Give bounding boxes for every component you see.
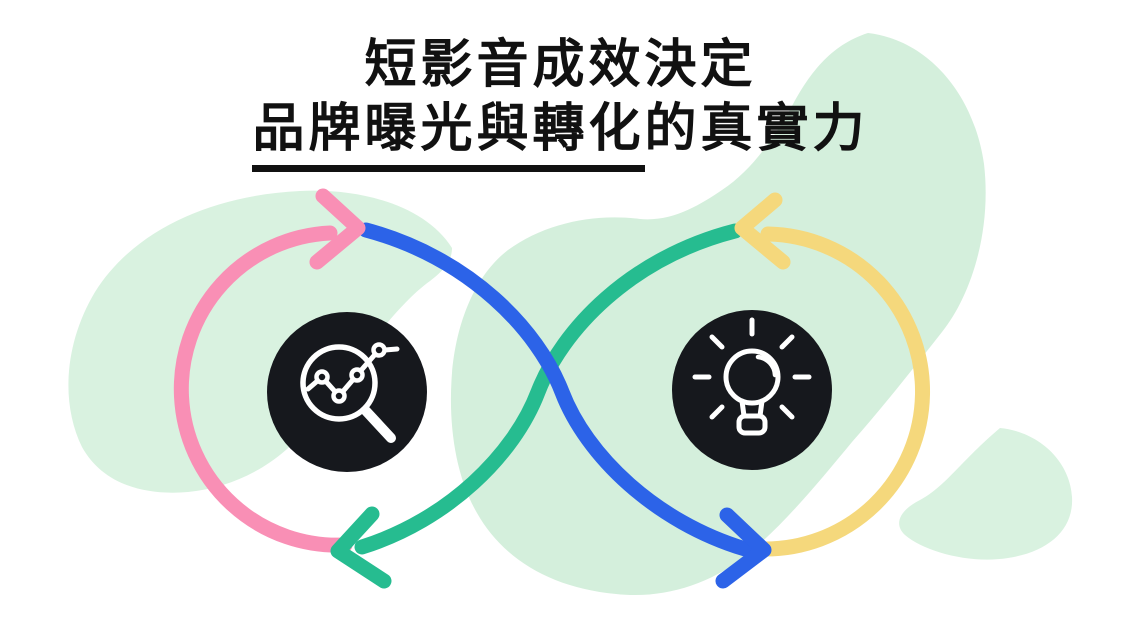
blob-right-large [450,33,986,596]
node-idea-circle [672,310,832,470]
bulb-ray-lower-left [709,404,725,420]
bulb-base [736,413,768,436]
node-analytics [267,312,427,472]
chart-dot-4 [371,342,387,358]
chart-tick [382,346,400,353]
loop-arc-pink [173,225,353,553]
background-blobs [68,33,1073,596]
chart-dot-2 [331,388,347,404]
title-line-1: 短影音成效決定 [364,36,757,94]
magnifier-handle [361,406,396,443]
infinity-loop [173,188,930,589]
magnifier-chart-icon [300,342,400,443]
title-line-2: 品牌曝光與轉化的真實力 [0,98,1121,172]
bulb-ray-lower-right [779,404,795,420]
magnifier-lens [300,344,378,422]
bulb-neck-right [757,398,765,419]
bulb-glass [723,348,781,406]
node-idea [672,310,832,470]
pink-arrowhead [309,188,366,270]
loop-arc-teal [354,223,743,555]
yellow-arrowhead [734,192,791,270]
blue-arrowhead [715,507,772,589]
page-title: 短影音成效決定 品牌曝光與轉化的真實力 [0,34,1121,172]
title-line-2-underlined: 品牌曝光與轉化 [252,98,645,172]
loop-arc-yellow [754,226,930,557]
chart-dot-3 [349,367,365,383]
lightbulb-icon [692,317,812,436]
node-analytics-circle [267,312,427,472]
bulb-highlight [755,354,778,378]
blob-left [68,190,452,493]
chart-dot-1 [314,369,330,385]
bulb-neck-left [739,398,747,419]
teal-arrowhead [330,506,392,589]
bulb-ray-upper-left [709,334,725,350]
bulb-ray-upper-right [779,334,795,350]
title-line-2-rest: 的真實力 [644,99,869,158]
blob-bottom-right [899,428,1073,560]
loop-arc-blue [358,222,753,557]
